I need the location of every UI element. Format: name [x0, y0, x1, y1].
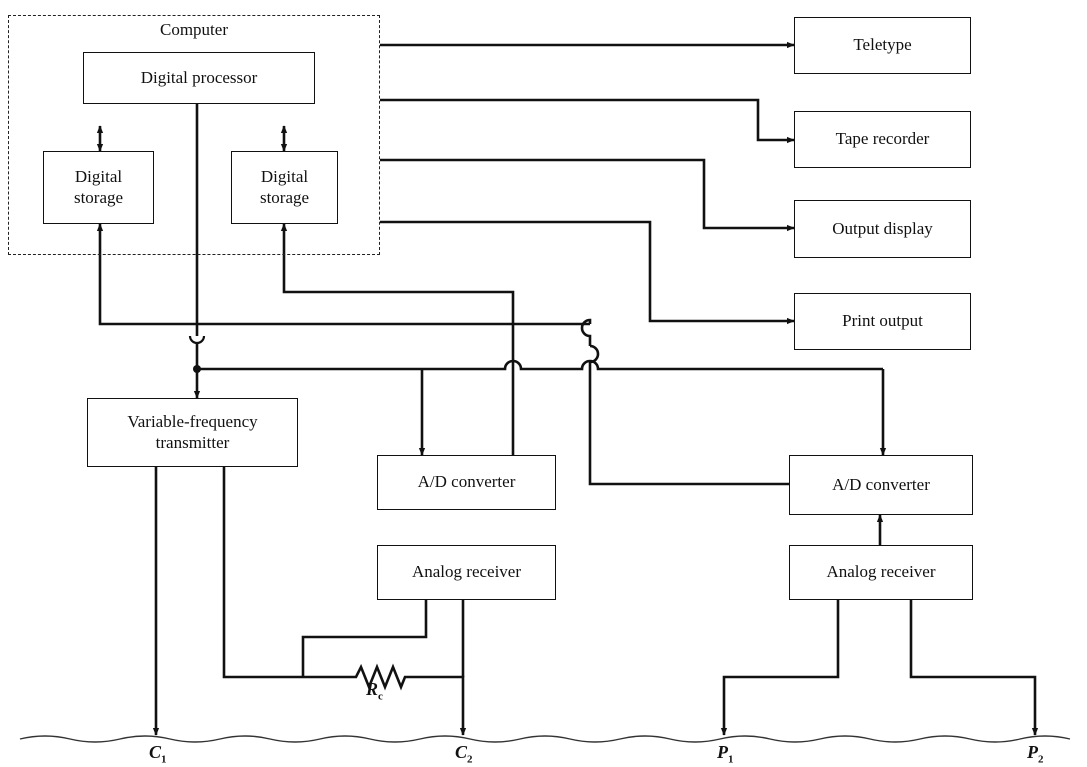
analog-receiver-left-label: Analog receiver — [411, 562, 522, 582]
line-transmitter-to-c2 — [222, 467, 467, 736]
teletype-label: Teletype — [853, 35, 912, 55]
electrode-c2-label: C2 — [455, 742, 473, 766]
analog-receiver-left-box: Analog receiver — [377, 545, 556, 600]
digital-storage-right-line1: Digital — [260, 167, 309, 187]
digital-storage-right-line2: storage — [259, 187, 310, 207]
line-left-receiver-tap — [301, 600, 428, 677]
tape-recorder-box: Tape recorder — [794, 111, 971, 168]
resistor-label: Rc — [366, 679, 383, 703]
ad-converter-right-box: A/D converter — [789, 455, 973, 515]
digital-processor-label: Digital processor — [140, 67, 258, 87]
transmitter-line2: transmitter — [155, 432, 230, 452]
line-to-output-display — [380, 158, 795, 232]
digital-processor-box: Digital processor — [83, 52, 315, 104]
ad-converter-right-label: A/D converter — [832, 474, 930, 494]
digital-storage-left-line2: storage — [73, 187, 124, 207]
tape-recorder-label: Tape recorder — [835, 129, 930, 149]
line-to-print-output — [380, 220, 795, 325]
output-display-label: Output display — [832, 218, 933, 238]
line-ad-left-to-storage-right — [280, 223, 515, 455]
ad-converter-left-label: A/D converter — [417, 472, 516, 492]
digital-storage-left-box: Digital storage — [43, 151, 154, 224]
print-output-box: Print output — [794, 293, 971, 350]
line-to-tape-recorder — [380, 98, 795, 144]
analog-receiver-right-box: Analog receiver — [789, 545, 973, 600]
variable-frequency-transmitter-box: Variable-frequency transmitter — [87, 398, 298, 467]
ground-line — [19, 735, 1071, 743]
computer-label: Computer — [154, 20, 234, 40]
bus-junction-dot — [193, 365, 201, 373]
electrode-p1-label: P1 — [717, 742, 734, 766]
ad-converter-left-box: A/D converter — [377, 455, 556, 510]
electrode-p2-label: P2 — [1027, 742, 1044, 766]
digital-storage-left-line1: Digital — [74, 167, 123, 187]
transmitter-line1: Variable-frequency — [127, 412, 258, 432]
electrode-c1-label: C1 — [149, 742, 167, 766]
hop-over-processor-line — [188, 335, 206, 345]
output-display-box: Output display — [794, 200, 971, 258]
analog-receiver-right-label: Analog receiver — [826, 562, 936, 582]
computer-frame: Computer — [8, 15, 380, 255]
line-right-receiver-to-p2 — [909, 600, 1039, 736]
print-output-label: Print output — [842, 311, 923, 331]
teletype-box: Teletype — [794, 17, 971, 74]
bus-line — [197, 359, 883, 371]
line-right-receiver-to-p1 — [720, 600, 840, 736]
digital-storage-right-box: Digital storage — [231, 151, 338, 224]
